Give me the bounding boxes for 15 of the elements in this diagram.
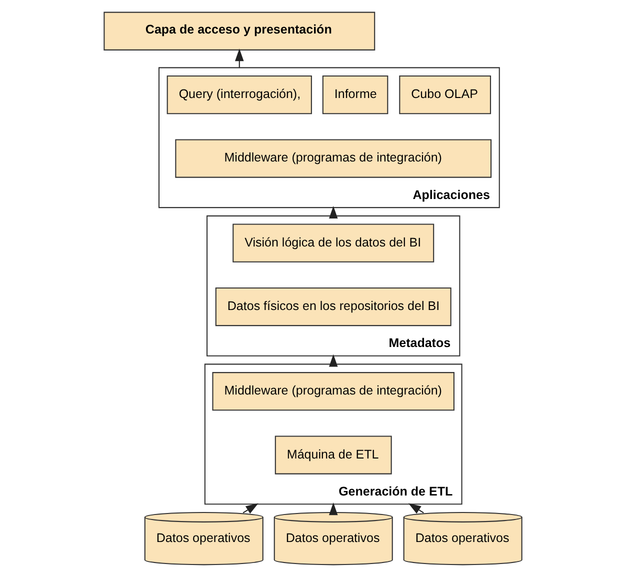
node-box: Capa de acceso y presentación — [103, 12, 375, 50]
node-box: Query (interrogación), — [166, 76, 312, 114]
arrow — [234, 48, 244, 68]
arrow — [242, 503, 258, 514]
node-box: Middleware (programas de integración) — [212, 372, 454, 411]
arrow — [328, 502, 338, 516]
node-box: Cubo OLAP — [398, 76, 491, 114]
node-box: Middleware (programas de integración) — [174, 139, 492, 178]
arrow — [408, 503, 424, 514]
node-box: Visión lógica de los datos del BI — [232, 224, 434, 262]
node-box: Máquina de ETL — [274, 436, 392, 474]
node-box: Informe — [322, 76, 388, 114]
arrow — [328, 206, 338, 219]
arrow — [328, 354, 338, 367]
node-box: Datos físicos en los repositorios del BI — [214, 287, 451, 326]
